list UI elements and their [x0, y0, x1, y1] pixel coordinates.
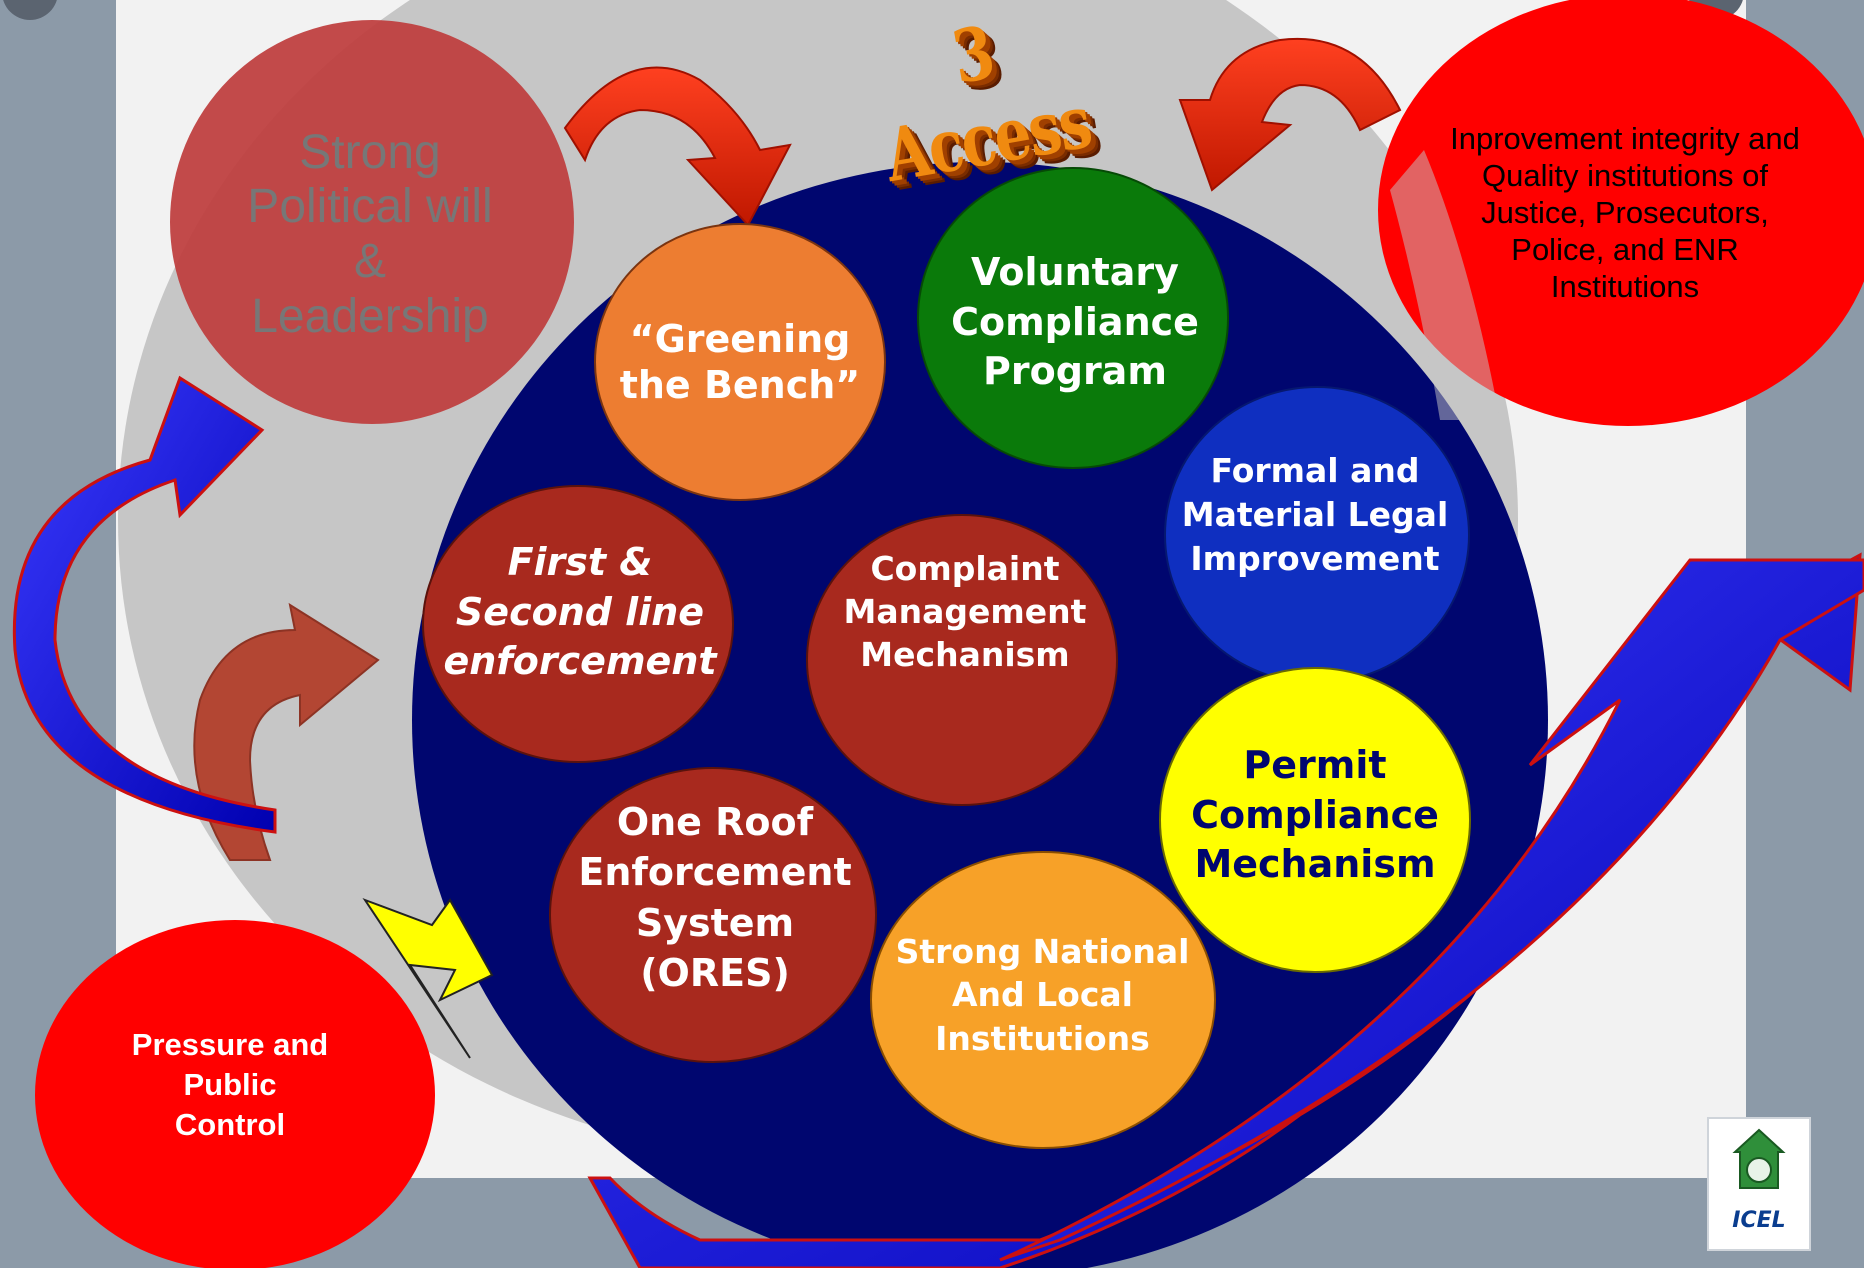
node-strong-national	[870, 851, 1216, 1149]
node-improvement-integrity	[1378, 0, 1864, 426]
corner-knob-left	[3, 0, 57, 20]
label-improvement-integrity: Inprovement integrity and Quality instit…	[1450, 120, 1800, 305]
node-complaint-management	[806, 514, 1118, 806]
red-arrow-top-left	[563, 66, 792, 227]
node-pressure-control	[35, 920, 435, 1268]
icel-logo-text: ICEL	[1732, 1207, 1786, 1233]
icel-logo-seal	[1746, 1157, 1772, 1183]
label-permit-compliance: Permit Compliance Mechanism	[1191, 743, 1439, 887]
node-permit-compliance	[1159, 667, 1471, 973]
label-greening-bench: “Greening the Bench”	[619, 316, 861, 407]
node-political-will	[170, 20, 574, 424]
title-3-access: 3 Access	[860, 10, 1100, 199]
node-first-second-line	[422, 485, 734, 763]
red-arrow-top-right	[1178, 37, 1402, 192]
node-voluntary-compliance	[917, 167, 1229, 469]
label-first-second-line: First & Second line enforcement	[443, 540, 717, 684]
label-one-roof: One Roof Enforcement System (ORES)	[578, 800, 852, 995]
label-strong-national: Strong National And Local Institutions	[895, 931, 1190, 1058]
yellow-lightning-arrow	[362, 897, 494, 1059]
label-political-will: Strong Political will & Leadership	[247, 125, 493, 343]
label-complaint-management: Complaint Management Mechanism	[843, 549, 1087, 674]
label-pressure-control: Pressure and Public Control	[131, 1026, 329, 1143]
label-formal-material: Formal and Material Legal Improvement	[1181, 451, 1449, 578]
blue-arrow-left	[12, 375, 277, 834]
brown-arrow-left	[193, 602, 380, 861]
node-one-roof	[549, 767, 877, 1063]
label-voluntary-compliance: Voluntary Compliance Program	[951, 250, 1199, 394]
grey-overlap-right	[1390, 150, 1500, 420]
blue-arrow-bottom-right-head	[999, 558, 1864, 1262]
node-greening-bench	[594, 223, 886, 501]
